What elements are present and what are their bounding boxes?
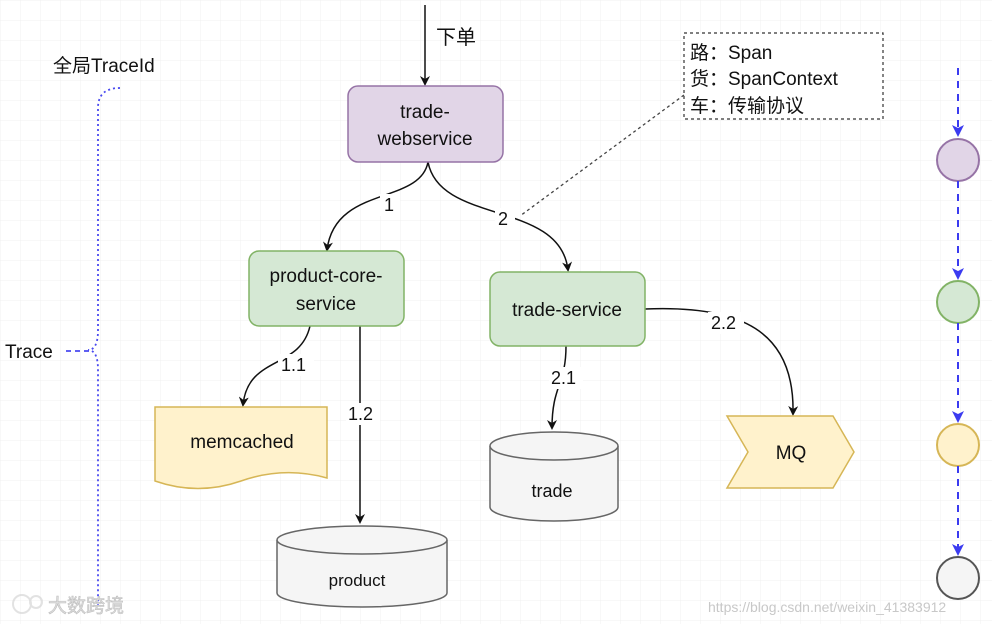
edge-1-1-label-bg [278, 354, 314, 376]
edge-1-1-label: 1.1 [281, 355, 306, 375]
timeline-circle-purple [936, 138, 980, 182]
edge-2-2 [644, 307, 799, 416]
node-product-db-label: product [329, 571, 386, 590]
edge-1-2-label: 1.2 [348, 404, 373, 424]
edge-1 [323, 161, 429, 252]
edge-1-label: 1 [384, 195, 394, 215]
node-trade-webservice[interactable] [347, 85, 504, 163]
legend-vehicle: 车：传输协议 [690, 95, 804, 117]
node-trade-webservice-line2: webservice [376, 129, 472, 150]
trace-label: Trace [5, 342, 53, 363]
timeline-circle-yellow [936, 423, 980, 467]
order-label: 下单 [436, 26, 476, 49]
timeline-circle-green [936, 280, 980, 324]
watermark-right: https://blog.csdn.net/weixin_41383912 [708, 599, 946, 615]
edge-1-1 [238, 325, 311, 407]
global-traceid-label: 全局TraceId [53, 55, 155, 77]
edge-2-2-label-bg [708, 312, 744, 334]
node-product-core-service[interactable] [248, 250, 405, 327]
watermark-left: 大数跨境 [48, 595, 124, 617]
legend-pointer-line [519, 94, 685, 217]
edge-2-label: 2 [498, 209, 508, 229]
edge-1-label-bg [380, 194, 400, 216]
node-memcached[interactable] [154, 406, 328, 490]
node-product-db[interactable] [276, 525, 448, 608]
edge-2-2-label: 2.2 [711, 313, 736, 333]
timeline-circle-gray [936, 556, 980, 600]
legend-box [683, 32, 884, 120]
edge-2-1-label: 2.1 [551, 368, 576, 388]
node-trade-webservice-line1: trade- [400, 102, 450, 123]
edge-2-label-bg [495, 208, 515, 230]
node-trade-db[interactable] [489, 431, 619, 522]
node-mq[interactable] [725, 415, 855, 489]
node-product-core-service-line2: service [296, 294, 356, 315]
trace-bracket [87, 87, 121, 610]
node-memcached-label: memcached [190, 432, 294, 453]
legend-goods: 货：SpanContext [690, 68, 839, 90]
node-mq-label: MQ [776, 443, 807, 464]
edge-2-1-label-bg [549, 367, 583, 389]
node-product-core-service-line1: product-core- [270, 266, 383, 287]
node-trade-db-label: trade [531, 481, 572, 501]
node-trade-service-label: trade-service [512, 300, 622, 321]
edge-1-2-label-bg [346, 403, 380, 425]
legend-road: 路：Span [690, 42, 772, 64]
watermark-logo [12, 594, 43, 614]
node-trade-service[interactable] [489, 271, 646, 347]
